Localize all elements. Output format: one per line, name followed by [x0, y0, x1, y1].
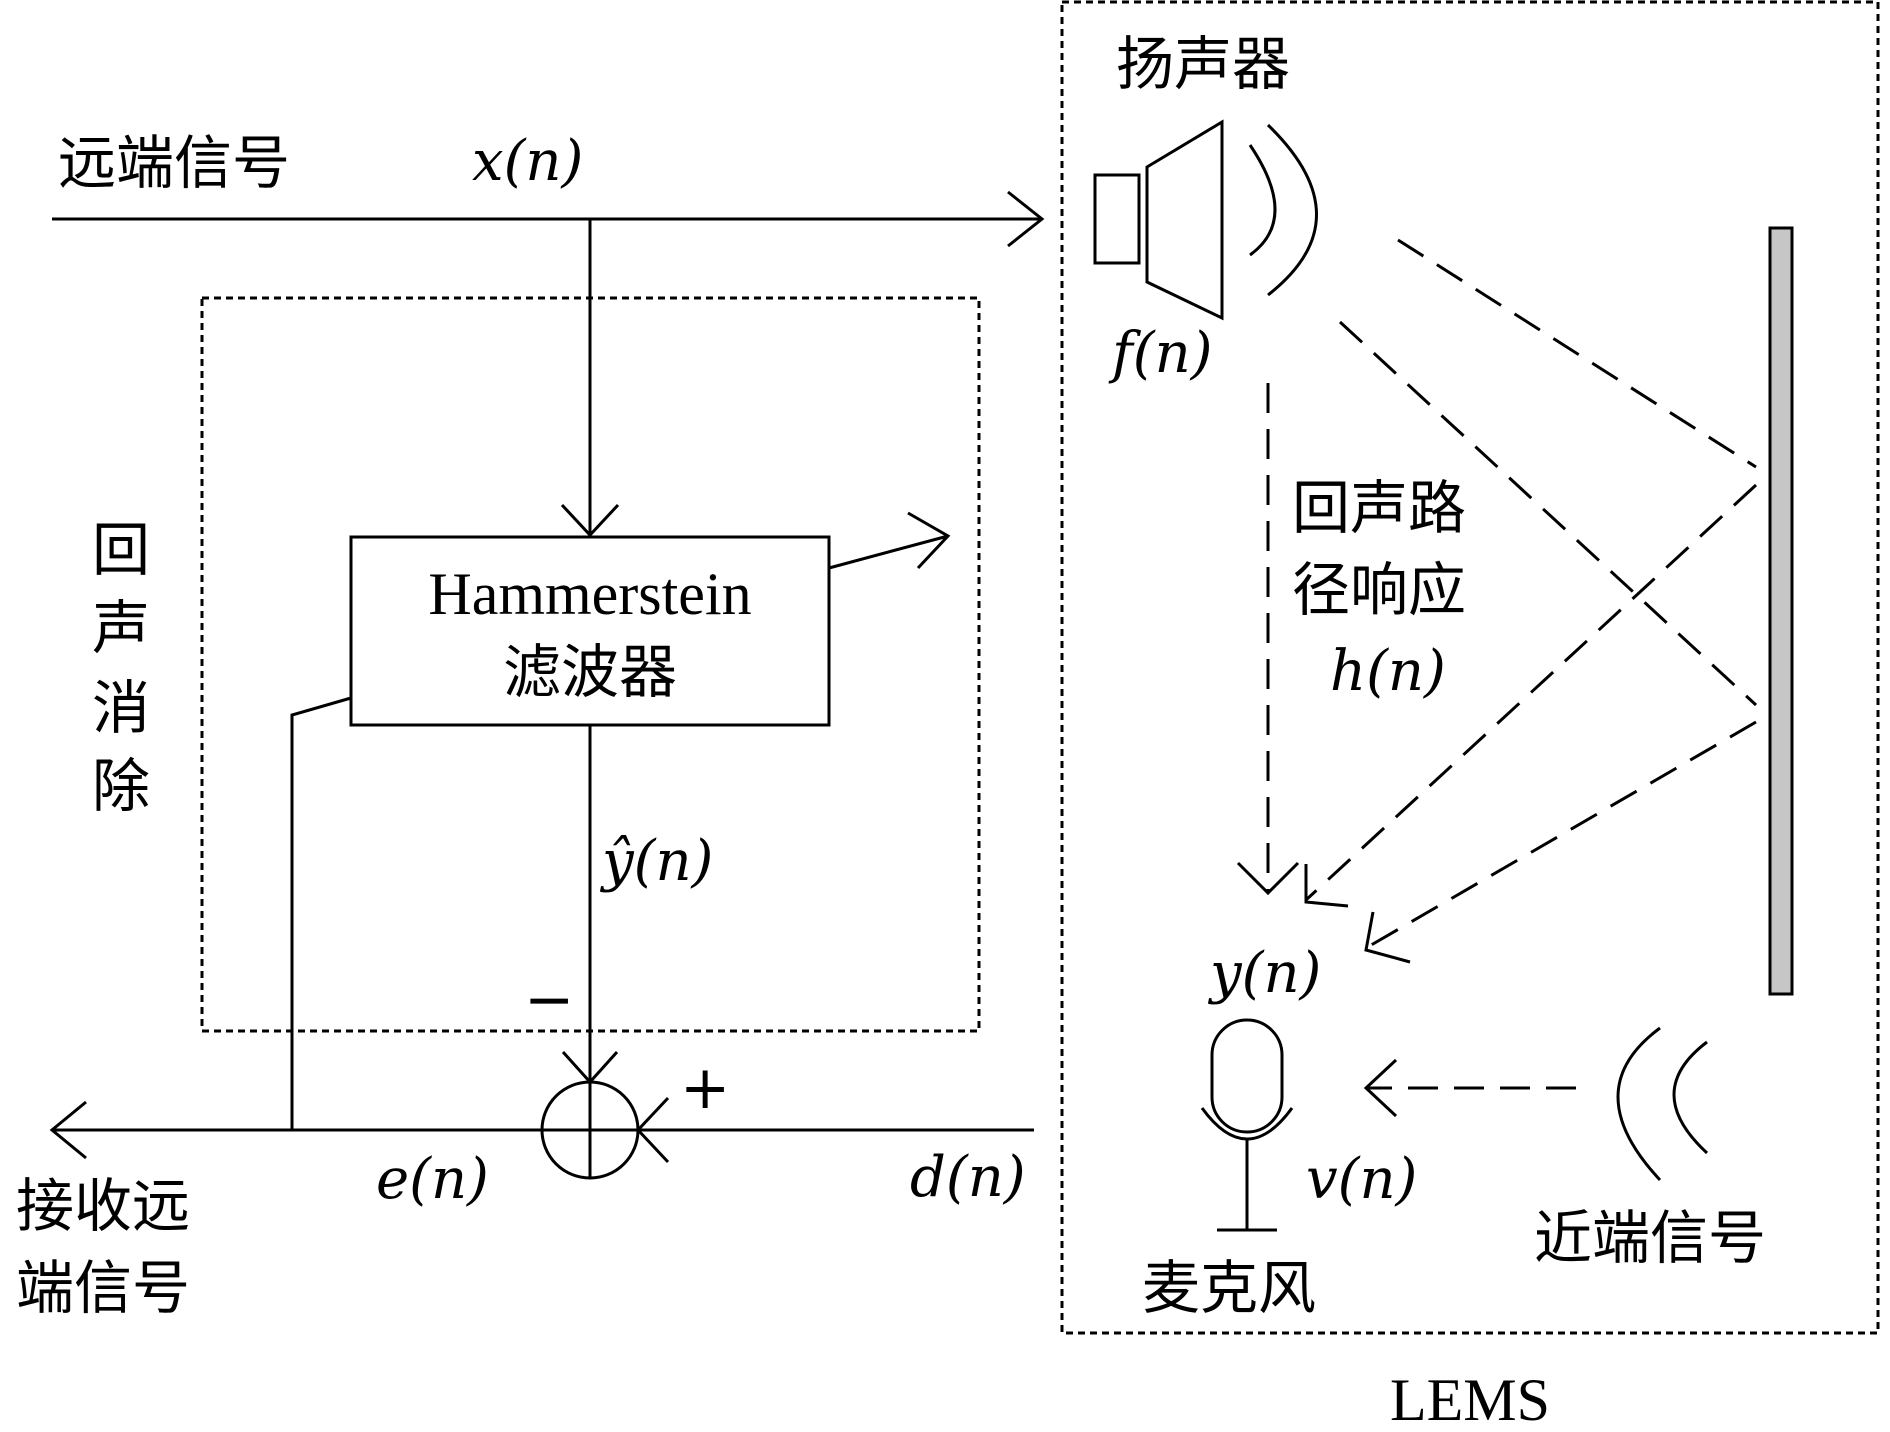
v-n-label: v(n) [1306, 1147, 1417, 1212]
received-signal-label-1: 接收远 [16, 1172, 190, 1240]
speaker-label: 扬声器 [1116, 30, 1290, 98]
reflection-arrow-head-1 [1304, 864, 1349, 908]
minus-sign: − [524, 965, 574, 1035]
filter-type-label: 滤波器 [503, 638, 677, 706]
microphone-label: 麦克风 [1142, 1254, 1316, 1322]
reflection-arrow-head-2 [1364, 911, 1411, 964]
y-hat-n-label: ŷ(n) [599, 829, 713, 894]
echo-path-label-2: 径响应 [1292, 556, 1466, 624]
echo-cancel-label-2: 声 [92, 594, 150, 662]
lems-boundary [1060, 0, 1880, 1335]
error-output-arrow-head [49, 1100, 87, 1160]
lems-label: LEMS [1390, 1367, 1550, 1432]
near-end-arrow-head [1363, 1058, 1398, 1118]
adaptation-arrow-line [828, 534, 949, 570]
x-n-label: x(n) [472, 129, 583, 194]
h-n-label: h(n) [1330, 639, 1446, 704]
received-signal-label-2: 端信号 [16, 1254, 190, 1322]
d-n-label: d(n) [910, 1145, 1026, 1210]
reflection-path-1b [1304, 483, 1758, 902]
f-n-label: f(n) [1108, 321, 1213, 386]
e-n-label: e(n) [376, 1147, 489, 1212]
far-end-signal-label: 远端信号 [58, 129, 290, 197]
echo-cancel-label-4: 除 [92, 752, 150, 820]
d-n-arrow-head [635, 1096, 670, 1164]
direct-echo-arrow-head [1236, 861, 1300, 896]
reflection-path-2a [1338, 320, 1758, 707]
filter-name-label: Hammerstein [428, 561, 751, 627]
echo-cancel-region [49, 190, 1045, 1180]
lems-region [1060, 0, 1880, 1335]
near-end-signal-label: 近端信号 [1534, 1204, 1766, 1272]
near-end-source-icon [1616, 1026, 1709, 1182]
echo-cancel-label-1: 回 [92, 516, 150, 584]
reflection-path-2b [1365, 720, 1757, 950]
microphone-icon [1200, 1018, 1294, 1232]
adaptation-arrow-head [907, 511, 951, 570]
far-end-arrow-head [1007, 190, 1045, 248]
x-branch-arrow-head [560, 503, 620, 538]
error-feedback-line [290, 696, 352, 1130]
echo-path-label-1: 回声路 [1292, 474, 1466, 542]
y-n-label: y(n) [1207, 941, 1321, 1006]
reflecting-wall [1768, 226, 1794, 996]
echo-cancel-label-3: 消 [92, 674, 150, 742]
speaker-icon [1093, 119, 1318, 321]
plus-sign: + [680, 1053, 730, 1123]
reflection-path-1a [1397, 238, 1757, 469]
